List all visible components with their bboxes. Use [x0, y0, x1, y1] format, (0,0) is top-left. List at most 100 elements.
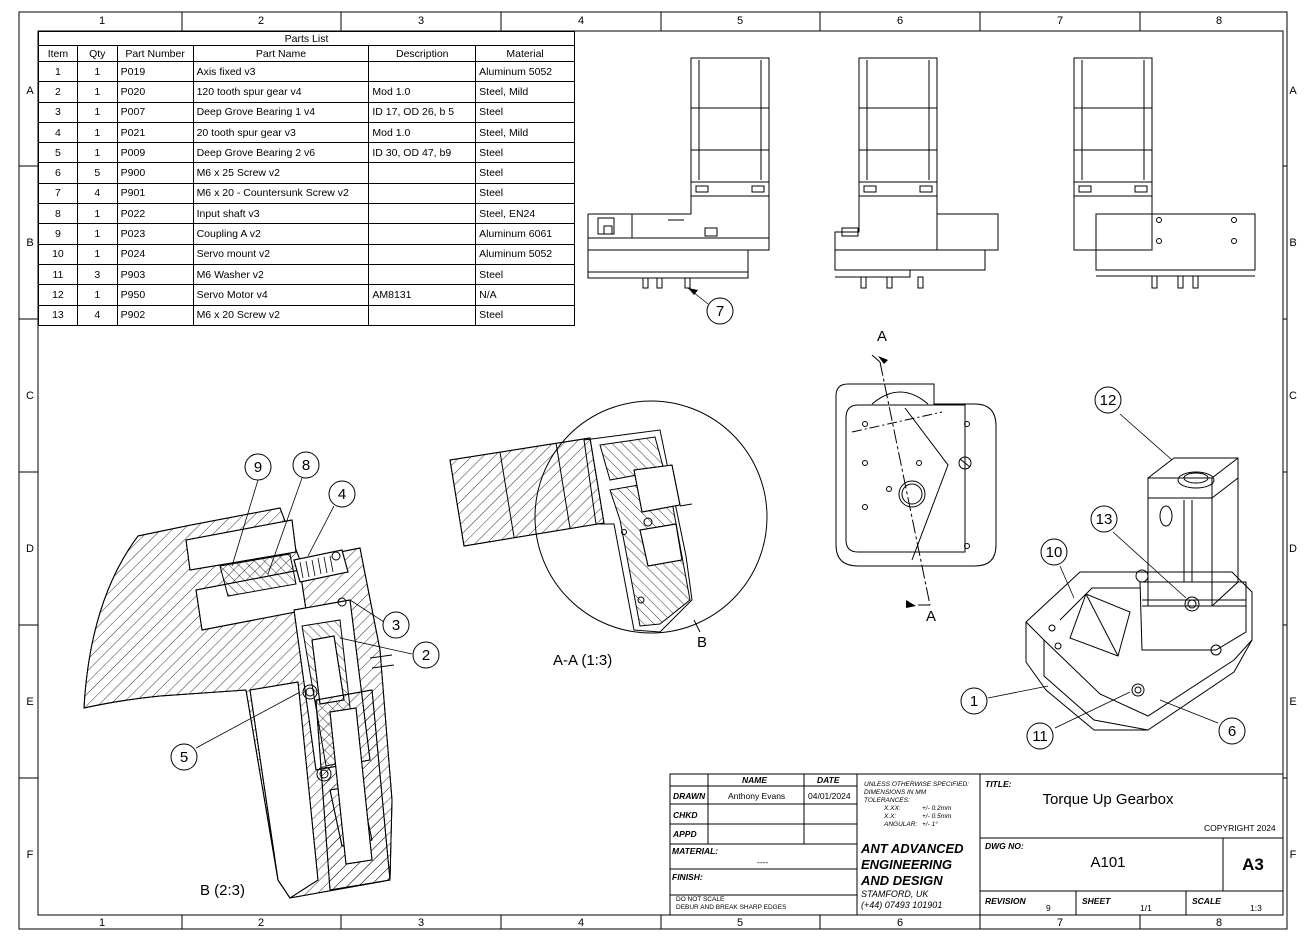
table-cell: M6 x 20 Screw v2 — [192, 304, 370, 326]
cut-label-top: A — [877, 328, 888, 345]
tol-xxx-value: +/- 0.2mm — [922, 805, 952, 812]
outer-border — [18, 11, 1288, 930]
scale-label: SCALE — [1192, 896, 1221, 906]
finish-label: FINISH: — [672, 872, 703, 882]
table-cell: P903 — [116, 263, 194, 286]
table-cell: 8 — [38, 203, 78, 225]
zone-col-2-bottom: 2 — [257, 917, 265, 929]
isometric-view — [1025, 457, 1253, 731]
table-cell: 1 — [76, 284, 118, 306]
company-city: STAMFORD, UK — [861, 889, 929, 899]
balloon-number: 4 — [338, 486, 346, 503]
balloon-circle — [1090, 505, 1118, 533]
table-cell: 7 — [38, 182, 78, 205]
table-cell: Deep Grove Bearing 1 v4 — [192, 101, 370, 123]
tol-xxx-label: X.XX: — [884, 805, 901, 812]
table-cell: Input shaft v3 — [192, 203, 370, 225]
table-cell — [368, 203, 477, 225]
balloon-number: 12 — [1100, 392, 1117, 409]
zone-col-2: 2 — [257, 15, 265, 27]
table-cell: ID 17, OD 26, b 5 — [368, 101, 477, 123]
table-cell: ID 30, OD 47, b9 — [368, 142, 477, 164]
table-cell: M6 x 20 - Countersunk Screw v2 — [192, 182, 370, 205]
zone-col-6-bottom: 6 — [896, 917, 904, 929]
table-cell: Steel — [475, 142, 575, 164]
tol-xx-value: +/- 0.5mm — [922, 813, 952, 820]
table-cell: 1 — [38, 60, 78, 83]
parts-header-part-name: Part Name — [192, 45, 370, 62]
table-cell: 6 — [38, 162, 78, 184]
note-debur: DEBUR AND BREAK SHARP EDGES — [676, 904, 787, 911]
parts-list-title: Parts List — [38, 31, 575, 46]
table-cell: P024 — [116, 243, 194, 265]
zone-row-f: F — [26, 849, 34, 861]
chkd-label: CHKD — [673, 810, 698, 820]
balloon-circle — [170, 743, 198, 771]
table-cell: P902 — [116, 304, 194, 326]
table-cell — [368, 162, 477, 184]
drawn-name: Anthony Evans — [728, 791, 786, 801]
tol-line-3: TOLERANCES: — [864, 797, 910, 804]
balloon-circle — [382, 611, 410, 639]
balloon-circle — [292, 451, 320, 479]
copyright: COPYRIGHT 2024 — [1204, 823, 1276, 833]
zone-row-a: A — [26, 85, 34, 97]
balloon-2: 2 — [412, 641, 440, 669]
table-cell: 4 — [38, 121, 78, 144]
table-cell: N/A — [475, 284, 575, 306]
table-cell: 9 — [38, 223, 78, 245]
section-view — [449, 400, 768, 634]
tol-xx-label: X.X: — [884, 813, 897, 820]
parts-header-material: Material — [475, 45, 575, 62]
zone-row-c: C — [26, 390, 34, 402]
table-cell: P950 — [116, 284, 194, 306]
revision-label: REVISION — [985, 896, 1026, 906]
table-cell: 4 — [76, 304, 118, 326]
zone-col-3: 3 — [417, 15, 425, 27]
parts-header-item: Item — [38, 45, 78, 62]
detail-marker-label: B — [697, 634, 708, 651]
table-cell: Deep Grove Bearing 2 v6 — [192, 142, 370, 164]
table-cell: Steel, EN24 — [475, 203, 575, 225]
balloon-12: 12 — [1094, 386, 1122, 414]
balloon-number: 8 — [302, 457, 310, 474]
table-cell: 10 — [38, 243, 78, 265]
sheet-size: A3 — [1242, 855, 1264, 874]
tol-line-2: DIMENSIONS IN MM — [864, 789, 927, 796]
zone-row-a-right: A — [1289, 85, 1297, 97]
table-cell: 3 — [38, 101, 78, 123]
date-header: DATE — [817, 775, 840, 785]
company-line-3: AND DESIGN — [861, 873, 943, 888]
title-block-grid — [669, 773, 1284, 916]
table-cell: 5 — [38, 142, 78, 164]
table-cell: Mod 1.0 — [368, 121, 477, 144]
table-cell: Aluminum 5052 — [475, 243, 575, 265]
balloon-circle — [1040, 538, 1068, 566]
table-cell: 12 — [38, 284, 78, 306]
appd-label: APPD — [673, 829, 697, 839]
zone-col-3-bottom: 3 — [417, 917, 425, 929]
note-do-not-scale: DO NOT SCALE — [676, 896, 725, 903]
table-cell: 1 — [76, 203, 118, 225]
table-cell: 1 — [76, 121, 118, 144]
table-cell: 5 — [76, 162, 118, 184]
table-cell: P023 — [116, 223, 194, 245]
table-cell — [368, 223, 477, 245]
drawn-label: DRAWN — [673, 791, 706, 801]
material-value: ---- — [757, 857, 769, 867]
table-cell: P901 — [116, 182, 194, 205]
table-cell: P020 — [116, 81, 194, 103]
balloon-number: 10 — [1046, 544, 1063, 561]
balloon-circle — [244, 453, 272, 481]
balloon-circle — [1094, 386, 1122, 414]
title-label: TITLE: — [985, 779, 1012, 789]
balloon-circle — [1026, 722, 1054, 750]
